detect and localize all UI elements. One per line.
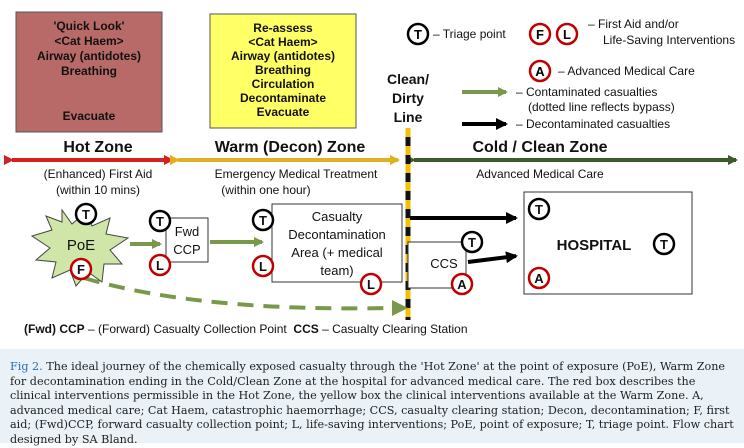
decon-label-1: Casualty — [312, 209, 363, 224]
bypass-arrowhead — [392, 300, 408, 316]
yellow-box-line-5: Circulation — [252, 77, 315, 91]
decon-life-saving-icon-bottom: L — [359, 272, 383, 296]
bypass-dashed-path — [83, 276, 393, 311]
poe-label: PoE — [67, 237, 95, 254]
triage-legend-text: – Triage point — [433, 27, 506, 41]
ccs-label: CCS — [430, 256, 458, 271]
svg-text:T: T — [660, 237, 668, 252]
svg-text:A: A — [534, 271, 544, 286]
decon-label-2: Decontamination — [288, 227, 386, 242]
ccs-triage-icon: T — [460, 230, 484, 254]
life-saving-legend-icon: L — [555, 22, 579, 46]
hospital-advanced-care-icon: A — [527, 266, 551, 290]
svg-text:A: A — [535, 64, 545, 79]
first-aid-legend-icon: F — [528, 22, 552, 46]
svg-text:A: A — [457, 277, 467, 292]
contaminated-legend-text-2: (dotted line reflects bypass) — [528, 100, 675, 114]
hospital-label: HOSPITAL — [557, 237, 632, 254]
footnote-ccs-text: – Casualty Clearing Station — [319, 322, 468, 336]
footnote-ccs-abbr: CCS — [293, 322, 318, 336]
line-label-1: Clean/ — [387, 71, 429, 87]
yellow-box-line-1: Re-assess — [253, 21, 313, 35]
triage-legend-icon: T — [406, 22, 430, 46]
cold-zone-title: Cold / Clean Zone — [472, 139, 607, 156]
hospital-triage-icon-right: T — [652, 232, 676, 256]
advanced-care-legend-icon: A — [528, 59, 552, 83]
warm-zone-sub-2: (within one hour) — [221, 183, 310, 197]
yellow-box-line-7: Evacuate — [257, 105, 310, 119]
svg-text:T: T — [82, 207, 90, 222]
ccs-advanced-care-icon: A — [450, 272, 474, 296]
yellow-box-line-4: Breathing — [255, 63, 311, 77]
line-label-2: Dirty — [392, 90, 424, 106]
warm-zone-title: Warm (Decon) Zone — [215, 139, 366, 156]
poe-first-aid-icon: F — [69, 257, 93, 281]
cold-zone-sub-1: Advanced Medical Care — [476, 167, 604, 181]
svg-text:T: T — [468, 235, 476, 250]
decon-label-3: Area (+ medical — [291, 245, 383, 260]
hot-zone-title: Hot Zone — [63, 139, 132, 156]
decon-life-saving-icon-left: L — [251, 254, 275, 278]
point-of-exposure-node: PoE — [30, 208, 130, 287]
red-box-line-2: <Cat Haem> — [54, 34, 123, 48]
caption-text: The ideal journey of the chemically expo… — [10, 360, 734, 446]
warm-zone-sub-1: Emergency Medical Treatment — [215, 167, 378, 181]
red-box-evacuate: Evacuate — [63, 109, 116, 123]
svg-text:T: T — [156, 214, 164, 229]
first-aid-legend-text-2: Life-Saving Interventions — [603, 33, 735, 47]
fwd-ccp-label-1: Fwd — [175, 224, 200, 239]
svg-text:T: T — [535, 202, 543, 217]
decontaminated-legend-text: – Decontaminated casualties — [516, 117, 670, 131]
svg-text:F: F — [77, 262, 85, 277]
line-label-3: Line — [394, 109, 423, 125]
advanced-care-legend-text: – Advanced Medical Care — [558, 64, 695, 78]
footnote-fwd-ccp-abbr: (Fwd) CCP — [24, 322, 85, 336]
abbreviation-footnote: (Fwd) CCP – (Forward) Casualty Collectio… — [24, 322, 468, 336]
first-aid-legend-text-1: – First Aid and/or — [588, 17, 679, 31]
svg-text:T: T — [259, 213, 267, 228]
casualty-decontamination-node: Casualty Decontamination Area (+ medical… — [271, 203, 403, 283]
footnote-fwd-ccp-text: – (Forward) Casualty Collection Point — [85, 322, 294, 336]
legend: T – Triage point F L – First Aid and/or … — [406, 17, 735, 131]
warm-zone-interventions-box: Re-assess <Cat Haem> Airway (antidotes) … — [209, 13, 357, 129]
hot-zone-interventions-box: 'Quick Look' <Cat Haem> Airway (antidote… — [15, 11, 163, 133]
yellow-box-line-6: Decontaminate — [240, 91, 326, 105]
decon-label-4: team) — [320, 263, 353, 278]
svg-text:L: L — [563, 27, 571, 42]
decon-triage-icon: T — [251, 208, 275, 232]
yellow-box-line-3: Airway (antidotes) — [231, 49, 335, 63]
ccp-triage-icon: T — [148, 209, 172, 233]
hot-zone-sub-2: (within 10 mins) — [56, 183, 140, 197]
contaminated-legend-text-1: – Contaminated casualties — [516, 85, 657, 99]
fwd-ccp-label-2: CCP — [173, 242, 200, 257]
svg-text:F: F — [536, 27, 544, 42]
yellow-box-line-2: <Cat Haem> — [248, 35, 317, 49]
poe-triage-icon: T — [74, 202, 98, 226]
journey-flow-chart: 'Quick Look' <Cat Haem> Airway (antidote… — [4, 11, 738, 336]
svg-text:L: L — [259, 259, 267, 274]
figure-caption: Fig 2. The ideal journey of the chemical… — [0, 349, 744, 446]
hospital-triage-icon-top: T — [527, 197, 551, 221]
ccp-life-saving-icon: L — [148, 253, 172, 277]
svg-text:L: L — [367, 277, 375, 292]
red-box-line-1: 'Quick Look' — [53, 19, 124, 33]
clean-dirty-line-label: Clean/ Dirty Line — [387, 71, 429, 125]
figure-label: Fig 2. — [10, 360, 43, 373]
ccs-to-hospital-arrow — [467, 251, 518, 264]
red-box-line-3: Airway (antidotes) — [37, 49, 141, 63]
fwd-ccp-node: Fwd CCP — [165, 217, 209, 263]
hot-zone-sub-1: (Enhanced) First Aid — [44, 167, 153, 181]
red-box-line-4: Breathing — [61, 64, 117, 78]
svg-text:T: T — [414, 27, 422, 42]
svg-text:L: L — [156, 258, 164, 273]
